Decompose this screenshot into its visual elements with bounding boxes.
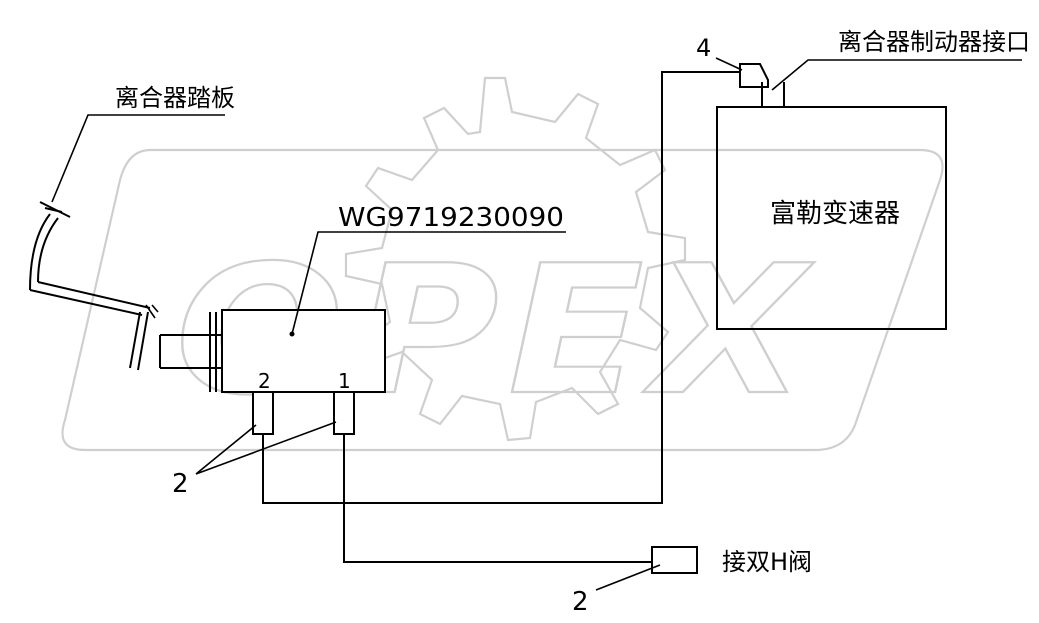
- fuller-transmission: [716, 106, 947, 330]
- callout-2-bottom: 2: [572, 587, 589, 617]
- callout-4: 4: [696, 34, 711, 62]
- interface-leader: [771, 59, 1022, 91]
- port-2-label: 2: [258, 369, 271, 393]
- clutch-master-cylinder: [159, 309, 386, 393]
- callout-2-pointers: [195, 421, 337, 475]
- clutch-brake-interface-label: 离合器制动器接口: [838, 28, 1030, 56]
- port-2-fitting: [252, 391, 274, 435]
- clutch-pedal: [29, 201, 159, 371]
- transmission-label: 富勒变速器: [770, 199, 900, 229]
- pedal-leader-line: [51, 114, 225, 203]
- callout-2-bottom-pointer: [595, 564, 661, 591]
- clutch-brake-fitting: [739, 63, 785, 106]
- part-number-leader: [291, 231, 566, 335]
- part-number-label: WG9719230090: [338, 203, 564, 233]
- pipe-to-double-h-valve: [343, 434, 652, 563]
- callout-2-left: 2: [172, 469, 189, 499]
- double-h-valve-label: 接双H阀: [722, 548, 812, 576]
- watermark-frame: [61, 148, 944, 452]
- port-1-label: 1: [338, 369, 351, 393]
- pipe-to-transmission: [262, 71, 740, 504]
- callout-4-pointer: [715, 57, 743, 71]
- double-h-valve: [651, 546, 698, 574]
- clutch-pedal-label: 离合器踏板: [115, 84, 235, 112]
- port-1-fitting: [333, 391, 355, 435]
